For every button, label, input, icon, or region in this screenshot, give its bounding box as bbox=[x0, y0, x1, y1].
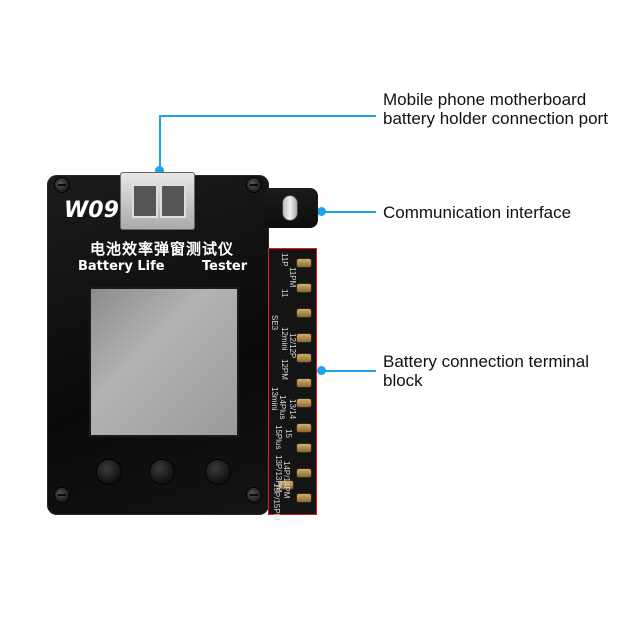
terminal-label: 15Plus bbox=[274, 425, 283, 450]
motherboard-connection-port[interactable] bbox=[120, 172, 195, 230]
screw-icon bbox=[247, 488, 261, 502]
terminal-label: 15 bbox=[284, 429, 293, 438]
callout-dot-terminal bbox=[317, 366, 326, 375]
terminal-label: 11P bbox=[280, 253, 289, 267]
terminal-pin[interactable] bbox=[297, 399, 311, 407]
communication-interface[interactable] bbox=[263, 188, 318, 228]
device-button-1[interactable] bbox=[97, 460, 121, 484]
terminal-label: 14P/14PM bbox=[282, 461, 291, 499]
terminal-pin[interactable] bbox=[297, 379, 311, 387]
terminal-pin[interactable] bbox=[297, 284, 311, 292]
callout-line-comm bbox=[320, 211, 376, 213]
usb-c-port-icon bbox=[283, 196, 297, 220]
callout-text-comm: Communication interface bbox=[383, 203, 572, 222]
callout-line-port-horizontal bbox=[159, 115, 376, 117]
usb-slot-right bbox=[160, 184, 186, 218]
terminal-pin[interactable] bbox=[297, 424, 311, 432]
terminal-pin[interactable] bbox=[297, 309, 311, 317]
product-name-cn: 电池效率弹窗测试仪 bbox=[90, 240, 235, 258]
product-name-en-left: Battery Life bbox=[78, 259, 165, 274]
terminal-pin[interactable] bbox=[297, 469, 311, 477]
device-button-2[interactable] bbox=[150, 460, 174, 484]
callout-text-terminal: Battery connection terminal block bbox=[383, 352, 589, 390]
screw-icon bbox=[247, 178, 261, 192]
terminal-pin[interactable] bbox=[297, 494, 311, 502]
terminal-label: 12PM bbox=[280, 359, 289, 380]
terminal-pin[interactable] bbox=[279, 481, 293, 489]
terminal-label: 11PM bbox=[288, 267, 297, 288]
callout-text-port: Mobile phone motherboard battery holder … bbox=[383, 90, 608, 128]
terminal-label: 13/14 bbox=[288, 399, 297, 420]
terminal-label: 12/12P bbox=[288, 333, 297, 359]
terminal-label: 15P/15PM bbox=[272, 483, 281, 521]
callout-dot-port bbox=[155, 166, 164, 175]
terminal-label: SE3 bbox=[270, 315, 279, 331]
product-name-en-right: Tester bbox=[202, 259, 248, 274]
screw-icon bbox=[55, 488, 69, 502]
callout-dot-comm bbox=[317, 207, 326, 216]
screw-icon bbox=[55, 178, 69, 192]
terminal-pin[interactable] bbox=[297, 334, 311, 342]
terminal-pin[interactable] bbox=[297, 354, 311, 362]
terminal-pin[interactable] bbox=[297, 259, 311, 267]
battery-terminal-block: 11P 11PM 11 SE3 12mini 12/12P 12PM 13min… bbox=[268, 248, 317, 520]
callout-line-port-vertical bbox=[159, 115, 161, 175]
terminal-label: 14Plus bbox=[278, 395, 287, 420]
callout-line-terminal bbox=[320, 370, 376, 372]
terminal-pin[interactable] bbox=[297, 444, 311, 452]
model-label: W09 bbox=[64, 198, 119, 223]
lcd-screen bbox=[89, 287, 239, 437]
device-button-3[interactable] bbox=[206, 460, 230, 484]
usb-slot-left bbox=[132, 184, 158, 218]
terminal-label: 11 bbox=[280, 289, 289, 298]
